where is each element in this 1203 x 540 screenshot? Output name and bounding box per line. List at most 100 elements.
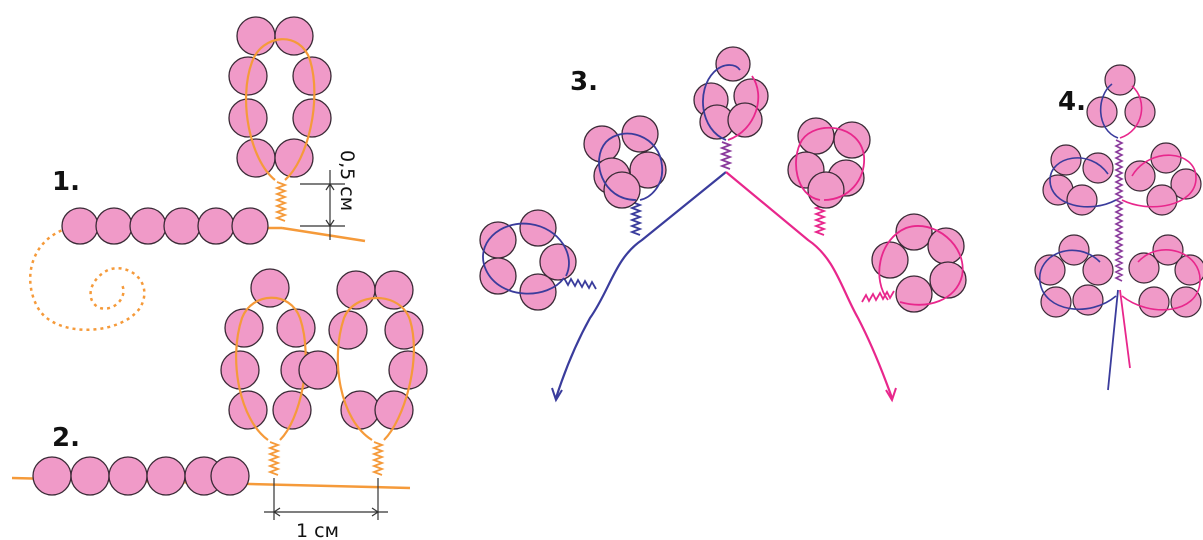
bead xyxy=(871,241,909,279)
step3-lower-right-flower xyxy=(871,213,967,313)
bead xyxy=(727,102,763,138)
step2-loop-b-wire xyxy=(336,297,415,441)
bead xyxy=(274,16,314,56)
step3-lower-left-twist xyxy=(563,277,597,290)
step4-magenta-tail xyxy=(1119,289,1131,369)
bead xyxy=(807,171,845,209)
bead xyxy=(1072,284,1104,316)
bead xyxy=(163,207,201,245)
step-2-number: 2. xyxy=(52,423,80,453)
bead xyxy=(629,151,667,189)
step2-dimension-label: 1 см xyxy=(296,520,339,540)
bead xyxy=(895,275,933,313)
bead xyxy=(272,390,312,430)
bead xyxy=(895,213,933,251)
bead xyxy=(374,270,414,310)
step1-dimension-marker xyxy=(300,170,345,240)
step3-top-flower xyxy=(693,46,769,141)
bead xyxy=(384,310,424,350)
bead xyxy=(929,261,967,299)
step3-upper-right-flower xyxy=(787,117,871,209)
bead xyxy=(1124,160,1156,192)
step3-lower-right-loop xyxy=(878,225,964,306)
step4-upper-left-loop xyxy=(1049,157,1117,208)
bead xyxy=(298,350,338,390)
step4-upper-left-flower xyxy=(1042,144,1117,216)
step4-blue-tail xyxy=(1107,289,1119,391)
step3-magenta-stem xyxy=(725,171,894,399)
step3-upper-left-loop xyxy=(598,132,663,201)
step2-loop-a-wire xyxy=(235,296,307,441)
bead xyxy=(1104,64,1136,96)
bead xyxy=(220,350,260,390)
bead xyxy=(1128,252,1160,284)
step4-lower-right-flower xyxy=(1121,234,1203,318)
bead xyxy=(108,456,148,496)
bead xyxy=(479,257,517,295)
bead xyxy=(276,308,316,348)
bead xyxy=(374,390,414,430)
step-1-number: 1. xyxy=(52,167,80,197)
step3-upper-right-loop xyxy=(795,126,865,201)
step3-lower-right-twist xyxy=(861,290,895,303)
bead xyxy=(197,207,235,245)
step-1-group: 0,5 см 1. xyxy=(29,16,366,331)
step2-bead-loop-b xyxy=(298,270,428,430)
step1-bead-row xyxy=(61,207,269,245)
step-4-number: 4. xyxy=(1058,87,1086,117)
bead xyxy=(1138,286,1170,318)
step4-top-flower xyxy=(1086,64,1156,139)
bead xyxy=(539,243,577,281)
step2-loop-b-twist xyxy=(371,441,385,476)
step3-blue-stem xyxy=(554,171,727,399)
step2-bead-row xyxy=(32,456,250,496)
bead xyxy=(236,16,276,56)
step3-top-loop-magenta xyxy=(727,75,760,141)
bead xyxy=(1174,254,1203,286)
bead xyxy=(1040,286,1072,318)
bead xyxy=(231,207,269,245)
bead xyxy=(210,456,250,496)
step1-loop-wire xyxy=(245,38,316,181)
bead xyxy=(1066,184,1098,216)
step3-lower-left-loop xyxy=(482,222,570,295)
bead xyxy=(61,207,99,245)
step3-upper-right-twist xyxy=(813,201,827,236)
bead xyxy=(1146,184,1178,216)
step3-magenta-arrowhead xyxy=(885,387,897,403)
bead xyxy=(715,46,751,82)
step4-stem-twist xyxy=(1114,139,1124,282)
step1-wire-end xyxy=(281,226,366,243)
step1-dashed-wire-tail xyxy=(29,226,146,331)
step-4-group: 4. xyxy=(1034,64,1203,391)
step3-top-loop-blue xyxy=(702,64,741,141)
bead xyxy=(519,209,557,247)
bead xyxy=(292,56,332,96)
step-3-number: 3. xyxy=(570,67,598,97)
step4-lower-right-loop xyxy=(1121,249,1201,311)
step1-dimension-label: 0,5 см xyxy=(336,150,358,211)
bead xyxy=(927,227,965,265)
bead xyxy=(479,221,517,259)
bead xyxy=(224,308,264,348)
bead xyxy=(1086,96,1118,128)
bead xyxy=(1170,286,1202,318)
bead xyxy=(228,390,268,430)
step4-upper-right-flower xyxy=(1121,142,1202,216)
step2-dimension-marker xyxy=(264,478,388,520)
bead xyxy=(388,350,428,390)
bead xyxy=(583,125,621,163)
bead xyxy=(32,456,72,496)
bead xyxy=(833,121,871,159)
bead xyxy=(236,138,276,178)
step3-blue-arrowhead xyxy=(551,387,563,403)
step-3-group: 3. xyxy=(479,46,967,403)
bead xyxy=(797,117,835,155)
bead xyxy=(70,456,110,496)
bead xyxy=(95,207,133,245)
bead xyxy=(1034,254,1066,286)
bead xyxy=(250,268,290,308)
bead xyxy=(1170,168,1202,200)
step2-loop-a-twist xyxy=(267,441,281,476)
